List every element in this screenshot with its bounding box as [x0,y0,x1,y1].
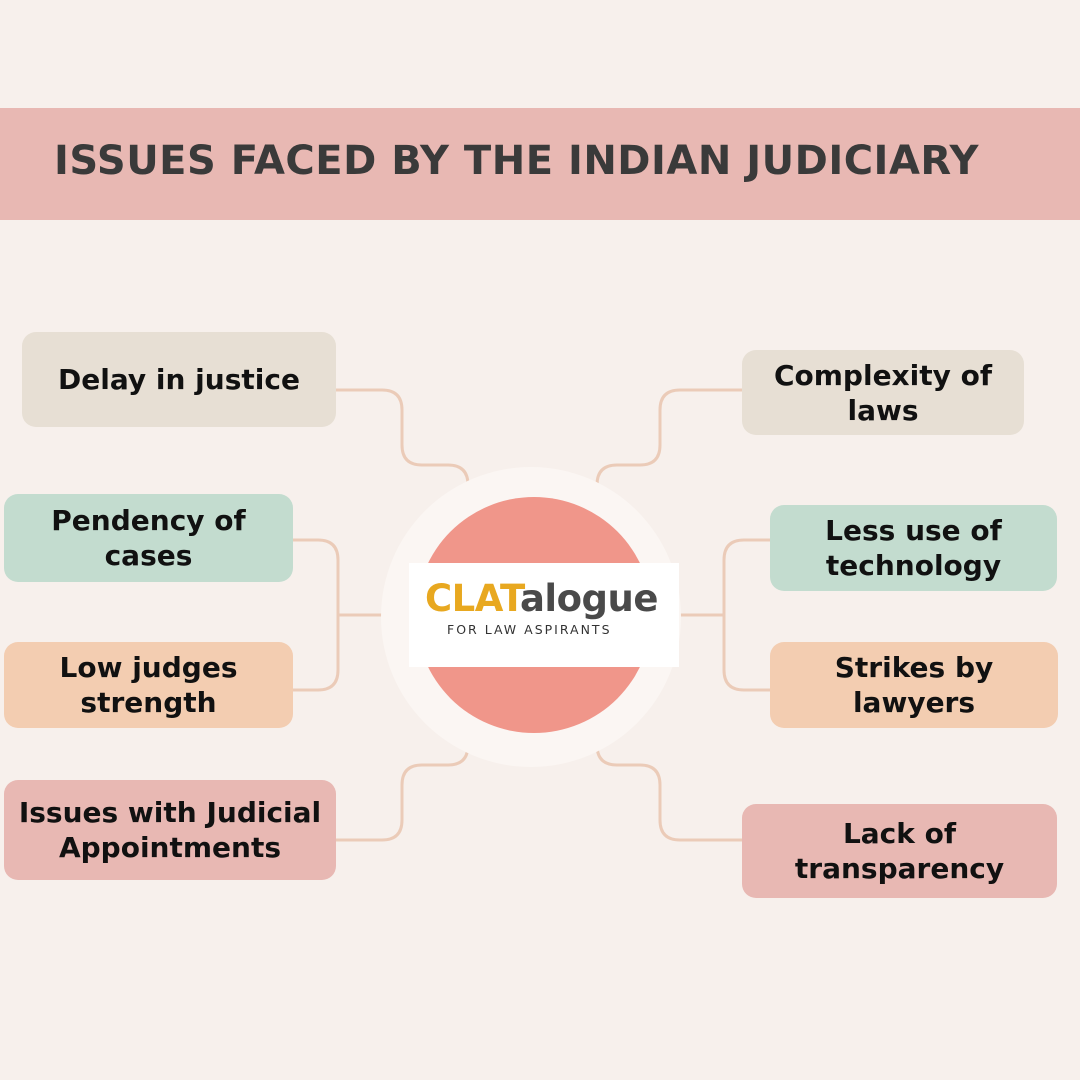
logo-word-alogue: alogue [519,577,659,620]
issue-low-judges-strength: Low judges strength [4,642,293,728]
page-title: ISSUES FACED BY THE INDIAN JUDICIARY [54,138,979,184]
issue-pendency-of-cases: Pendency of cases [4,494,293,582]
clatalogue-logo: CLATalogue FOR LAW ASPIRANTS [409,563,679,667]
connector-transparency [595,715,742,842]
connector-pendency [293,538,340,692]
logo-tagline: FOR LAW ASPIRANTS [447,622,612,637]
connector-delay [336,388,470,515]
issue-judicial-appointments: Issues with Judicial Appointments [4,780,336,880]
issue-lack-of-transparency: Lack of transparency [742,804,1057,898]
connector-complexity [595,388,742,515]
connector-appointments [336,715,470,842]
issue-delay-in-justice: Delay in justice [22,332,336,427]
issue-strikes-by-lawyers: Strikes by lawyers [770,642,1058,728]
title-banner [0,108,1080,220]
issue-complexity-of-laws: Complexity of laws [742,350,1024,435]
logo-word-clat: CLAT [425,577,520,620]
connector-technology [722,538,770,692]
logo-wordmark: CLATalogue [425,577,658,620]
issue-less-use-of-technology: Less use of technology [770,505,1057,591]
